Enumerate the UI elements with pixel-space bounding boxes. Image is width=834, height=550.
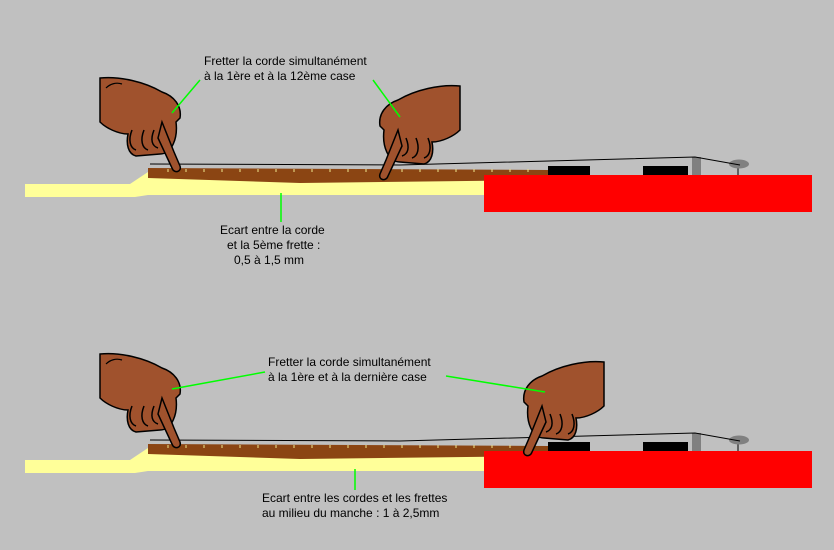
measure-text-line3: 0,5 à 1,5 mm [234, 253, 305, 267]
measure-text-line2: au milieu du manche : 1 à 2,5mm [262, 506, 440, 520]
pointing-hand-icon-left-bottom [99, 352, 182, 449]
pointing-hand-icon-left-top [99, 76, 182, 173]
pointer-lines-bottom [171, 371, 546, 490]
measure-text-line1: Ecart entre la corde [220, 223, 325, 237]
instruction-text-line2: à la 1ère et à la dernière case [268, 370, 427, 384]
pointing-hand-icon-right-bottom [522, 360, 605, 457]
instruction-text-line1: Fretter la corde simultanément [204, 54, 367, 68]
instruction-text-line2: à la 1ère et à la 12ème case [204, 69, 356, 83]
guitar-neck-icon-bottom [24, 432, 813, 489]
measure-label-bottom: Ecart entre les cordes et les frettes au… [262, 491, 447, 521]
measure-text-line2: et la 5ème frette : [227, 238, 321, 252]
guitar-neck-icon-top [24, 156, 813, 213]
instruction-label-top: Fretter la corde simultanément à la 1ère… [204, 54, 367, 84]
instruction-label-bottom: Fretter la corde simultanément à la 1ère… [268, 355, 431, 385]
pointing-hand-icon-right-top [378, 84, 461, 181]
measure-label-top: Ecart entre la corde et la 5ème frette :… [220, 223, 325, 268]
instruction-text-line1: Fretter la corde simultanément [268, 355, 431, 369]
measure-text-line1: Ecart entre les cordes et les frettes [262, 491, 448, 505]
pointer-lines-top [171, 79, 401, 222]
